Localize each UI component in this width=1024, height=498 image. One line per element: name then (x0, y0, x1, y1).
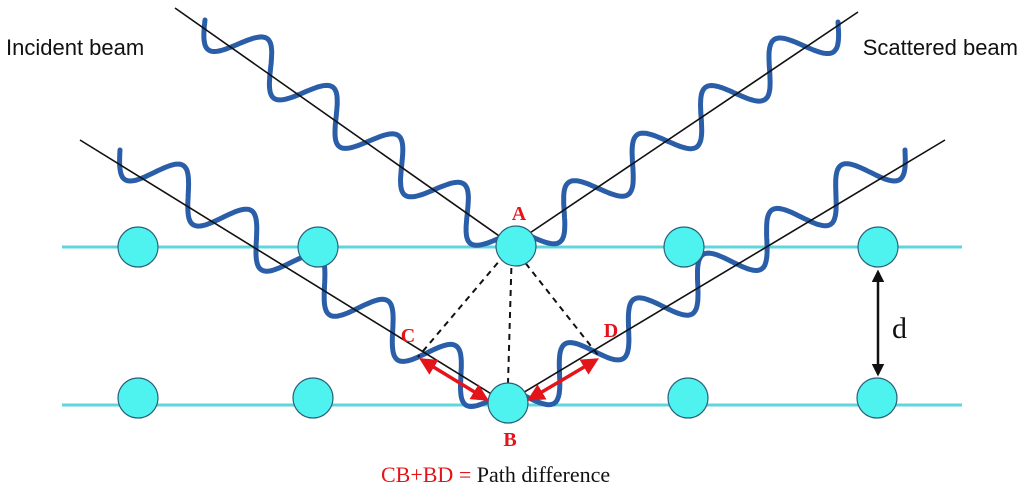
scattered-ray-upper (511, 11, 859, 246)
spacing-label: d (892, 312, 907, 345)
atom (856, 377, 898, 419)
point-c-label: C (401, 325, 415, 347)
caption-formula: CB+BD (381, 462, 453, 487)
point-d-label: D (604, 320, 618, 342)
dashed-line-ac (417, 245, 513, 358)
point-b-label: B (503, 429, 516, 451)
atom (117, 226, 159, 268)
incident-wave-upper (201, 17, 503, 248)
arrow-cb (419, 358, 489, 401)
atom (292, 377, 334, 419)
arrow-bd (526, 358, 600, 401)
atom (297, 226, 339, 268)
dashed-line-ad (511, 245, 599, 356)
atom (117, 377, 159, 419)
caption-equals: = (453, 462, 476, 487)
atom-b (487, 382, 529, 424)
atom-a (495, 225, 537, 267)
lower-atom-row (117, 377, 898, 424)
caption: CB+BD = Path difference (381, 462, 610, 487)
incident-ray-upper (174, 7, 513, 246)
atom (857, 226, 899, 268)
dashed-line-ab (507, 245, 513, 384)
upper-atom-row (117, 225, 899, 268)
caption-text: Path difference (477, 462, 610, 487)
point-a-label: A (512, 203, 527, 225)
scattered-wave-upper (527, 19, 842, 247)
scattered-beam-label: Scattered beam (863, 35, 1018, 60)
incident-beam-label: Incident beam (6, 35, 144, 60)
incident-ray-lower (79, 139, 507, 404)
atom (667, 377, 709, 419)
atom (663, 226, 705, 268)
